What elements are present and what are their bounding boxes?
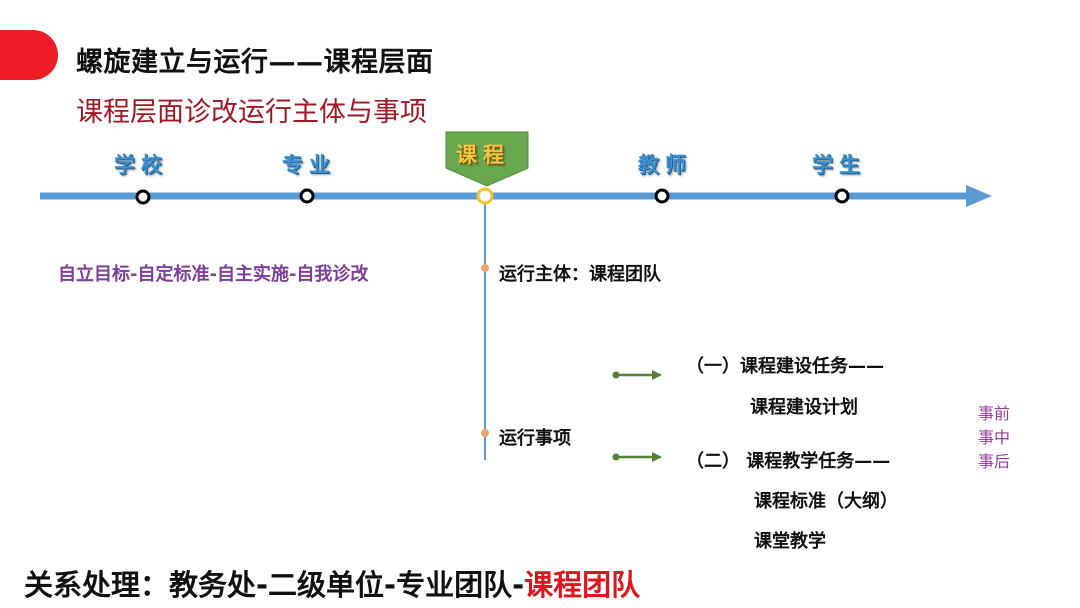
node-label-teacher: 教师 bbox=[638, 153, 692, 177]
task-2-heading: （二） 课程教学任务—— bbox=[686, 451, 891, 472]
node-label-course: 课程 bbox=[456, 143, 510, 167]
title-accent-tab bbox=[0, 30, 58, 80]
course-banner bbox=[445, 131, 529, 187]
task-arrow-1 bbox=[612, 370, 662, 380]
side-note-during: 事中 bbox=[978, 428, 1011, 447]
side-note-before: 事前 bbox=[978, 404, 1011, 423]
node-course bbox=[476, 187, 494, 205]
timeline-arrowhead bbox=[966, 185, 992, 207]
node-major bbox=[299, 188, 315, 204]
operation-subject: 运行主体：课程团队 bbox=[499, 264, 661, 285]
task-2-detail-classroom: 课堂教学 bbox=[754, 531, 826, 552]
footer-prefix: 关系处理：教务处-二级单位-专业团队- bbox=[24, 568, 525, 602]
page-title: 螺旋建立与运行——课程层面 bbox=[76, 47, 434, 78]
bullet-matters bbox=[481, 429, 489, 437]
page-subtitle: 课程层面诊改运行主体与事项 bbox=[76, 97, 427, 128]
operation-matters: 运行事项 bbox=[499, 428, 571, 449]
task-1-heading: （一）课程建设任务—— bbox=[686, 356, 884, 377]
side-note-after: 事后 bbox=[978, 452, 1011, 471]
task-arrow-2 bbox=[612, 452, 662, 462]
node-student bbox=[834, 188, 850, 204]
bullet-subject bbox=[481, 264, 489, 272]
task-2-detail-standard: 课程标准（大纲） bbox=[754, 491, 898, 512]
node-teacher bbox=[654, 188, 670, 204]
node-label-student: 学生 bbox=[812, 153, 866, 177]
relationship-footer: 关系处理：教务处-二级单位-专业团队-课程团队 bbox=[24, 562, 640, 604]
node-school bbox=[135, 189, 151, 205]
principle-text: 自立目标-自定标准-自主实施-自我诊改 bbox=[58, 264, 369, 285]
task-1-detail: 课程建设计划 bbox=[750, 397, 858, 418]
footer-highlight: 课程团队 bbox=[524, 568, 641, 602]
node-label-major: 专业 bbox=[282, 153, 336, 177]
node-label-school: 学校 bbox=[114, 153, 168, 177]
side-note: 事前 事中 事后 bbox=[978, 402, 1010, 474]
